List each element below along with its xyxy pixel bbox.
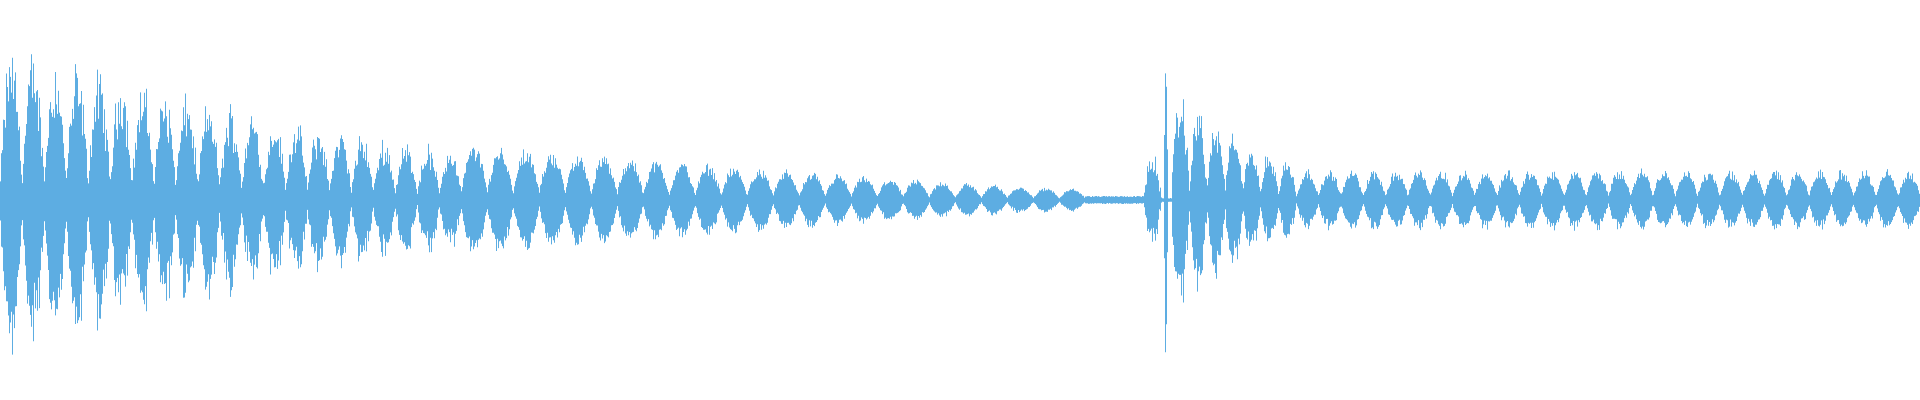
waveform-samples [0, 54, 1920, 355]
waveform-path [0, 54, 1920, 355]
